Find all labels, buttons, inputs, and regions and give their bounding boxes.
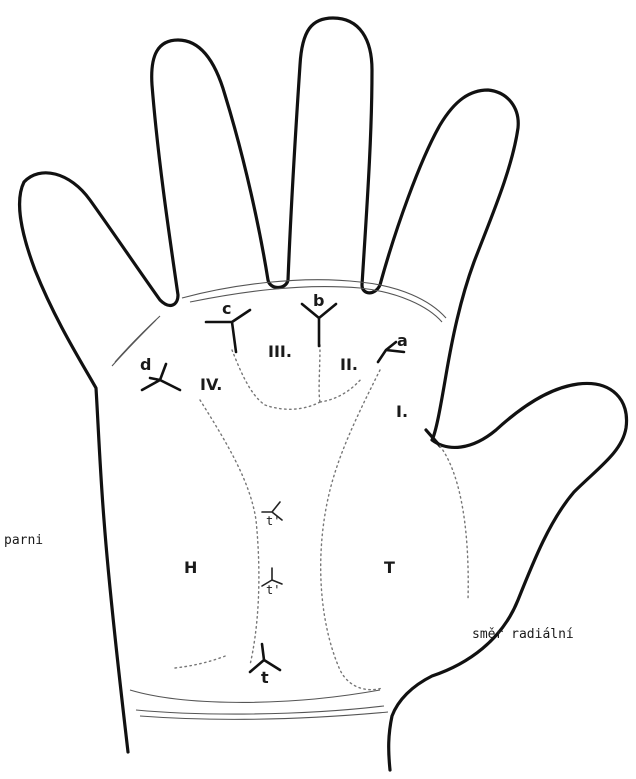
label-area-H: H xyxy=(184,558,197,577)
label-area-III: III. xyxy=(268,342,292,361)
triradius-b-mark xyxy=(302,304,336,346)
boundary-thenar-edge xyxy=(440,446,468,600)
wrist-crease-1 xyxy=(130,690,380,702)
boundary-iii-ii xyxy=(319,345,320,402)
boundary-hypo-bottom xyxy=(175,655,228,668)
label-area-IV: IV. xyxy=(200,375,222,394)
label-triradius-t1: t' xyxy=(266,514,280,528)
boundary-ii-arc xyxy=(320,378,362,402)
label-triradius-d: d xyxy=(140,355,151,374)
label-triradius-a: a xyxy=(397,331,408,350)
boundary-hypothenar-line xyxy=(200,400,259,665)
label-direction-radial: směr radiální xyxy=(472,627,574,642)
wrist-crease-2 xyxy=(136,706,384,714)
label-triradius-t: t xyxy=(261,668,269,687)
boundary-thenar-line xyxy=(321,370,382,690)
label-triradius-t2: t' xyxy=(266,583,280,597)
label-triradius-b: b xyxy=(313,291,324,310)
label-triradius-c: c xyxy=(222,299,231,318)
label-direction-ulnar: parni xyxy=(4,533,43,548)
label-area-II: II. xyxy=(340,355,358,374)
hand-outline xyxy=(20,18,627,770)
label-area-T: T xyxy=(384,558,395,577)
label-area-I: I. xyxy=(396,402,408,421)
